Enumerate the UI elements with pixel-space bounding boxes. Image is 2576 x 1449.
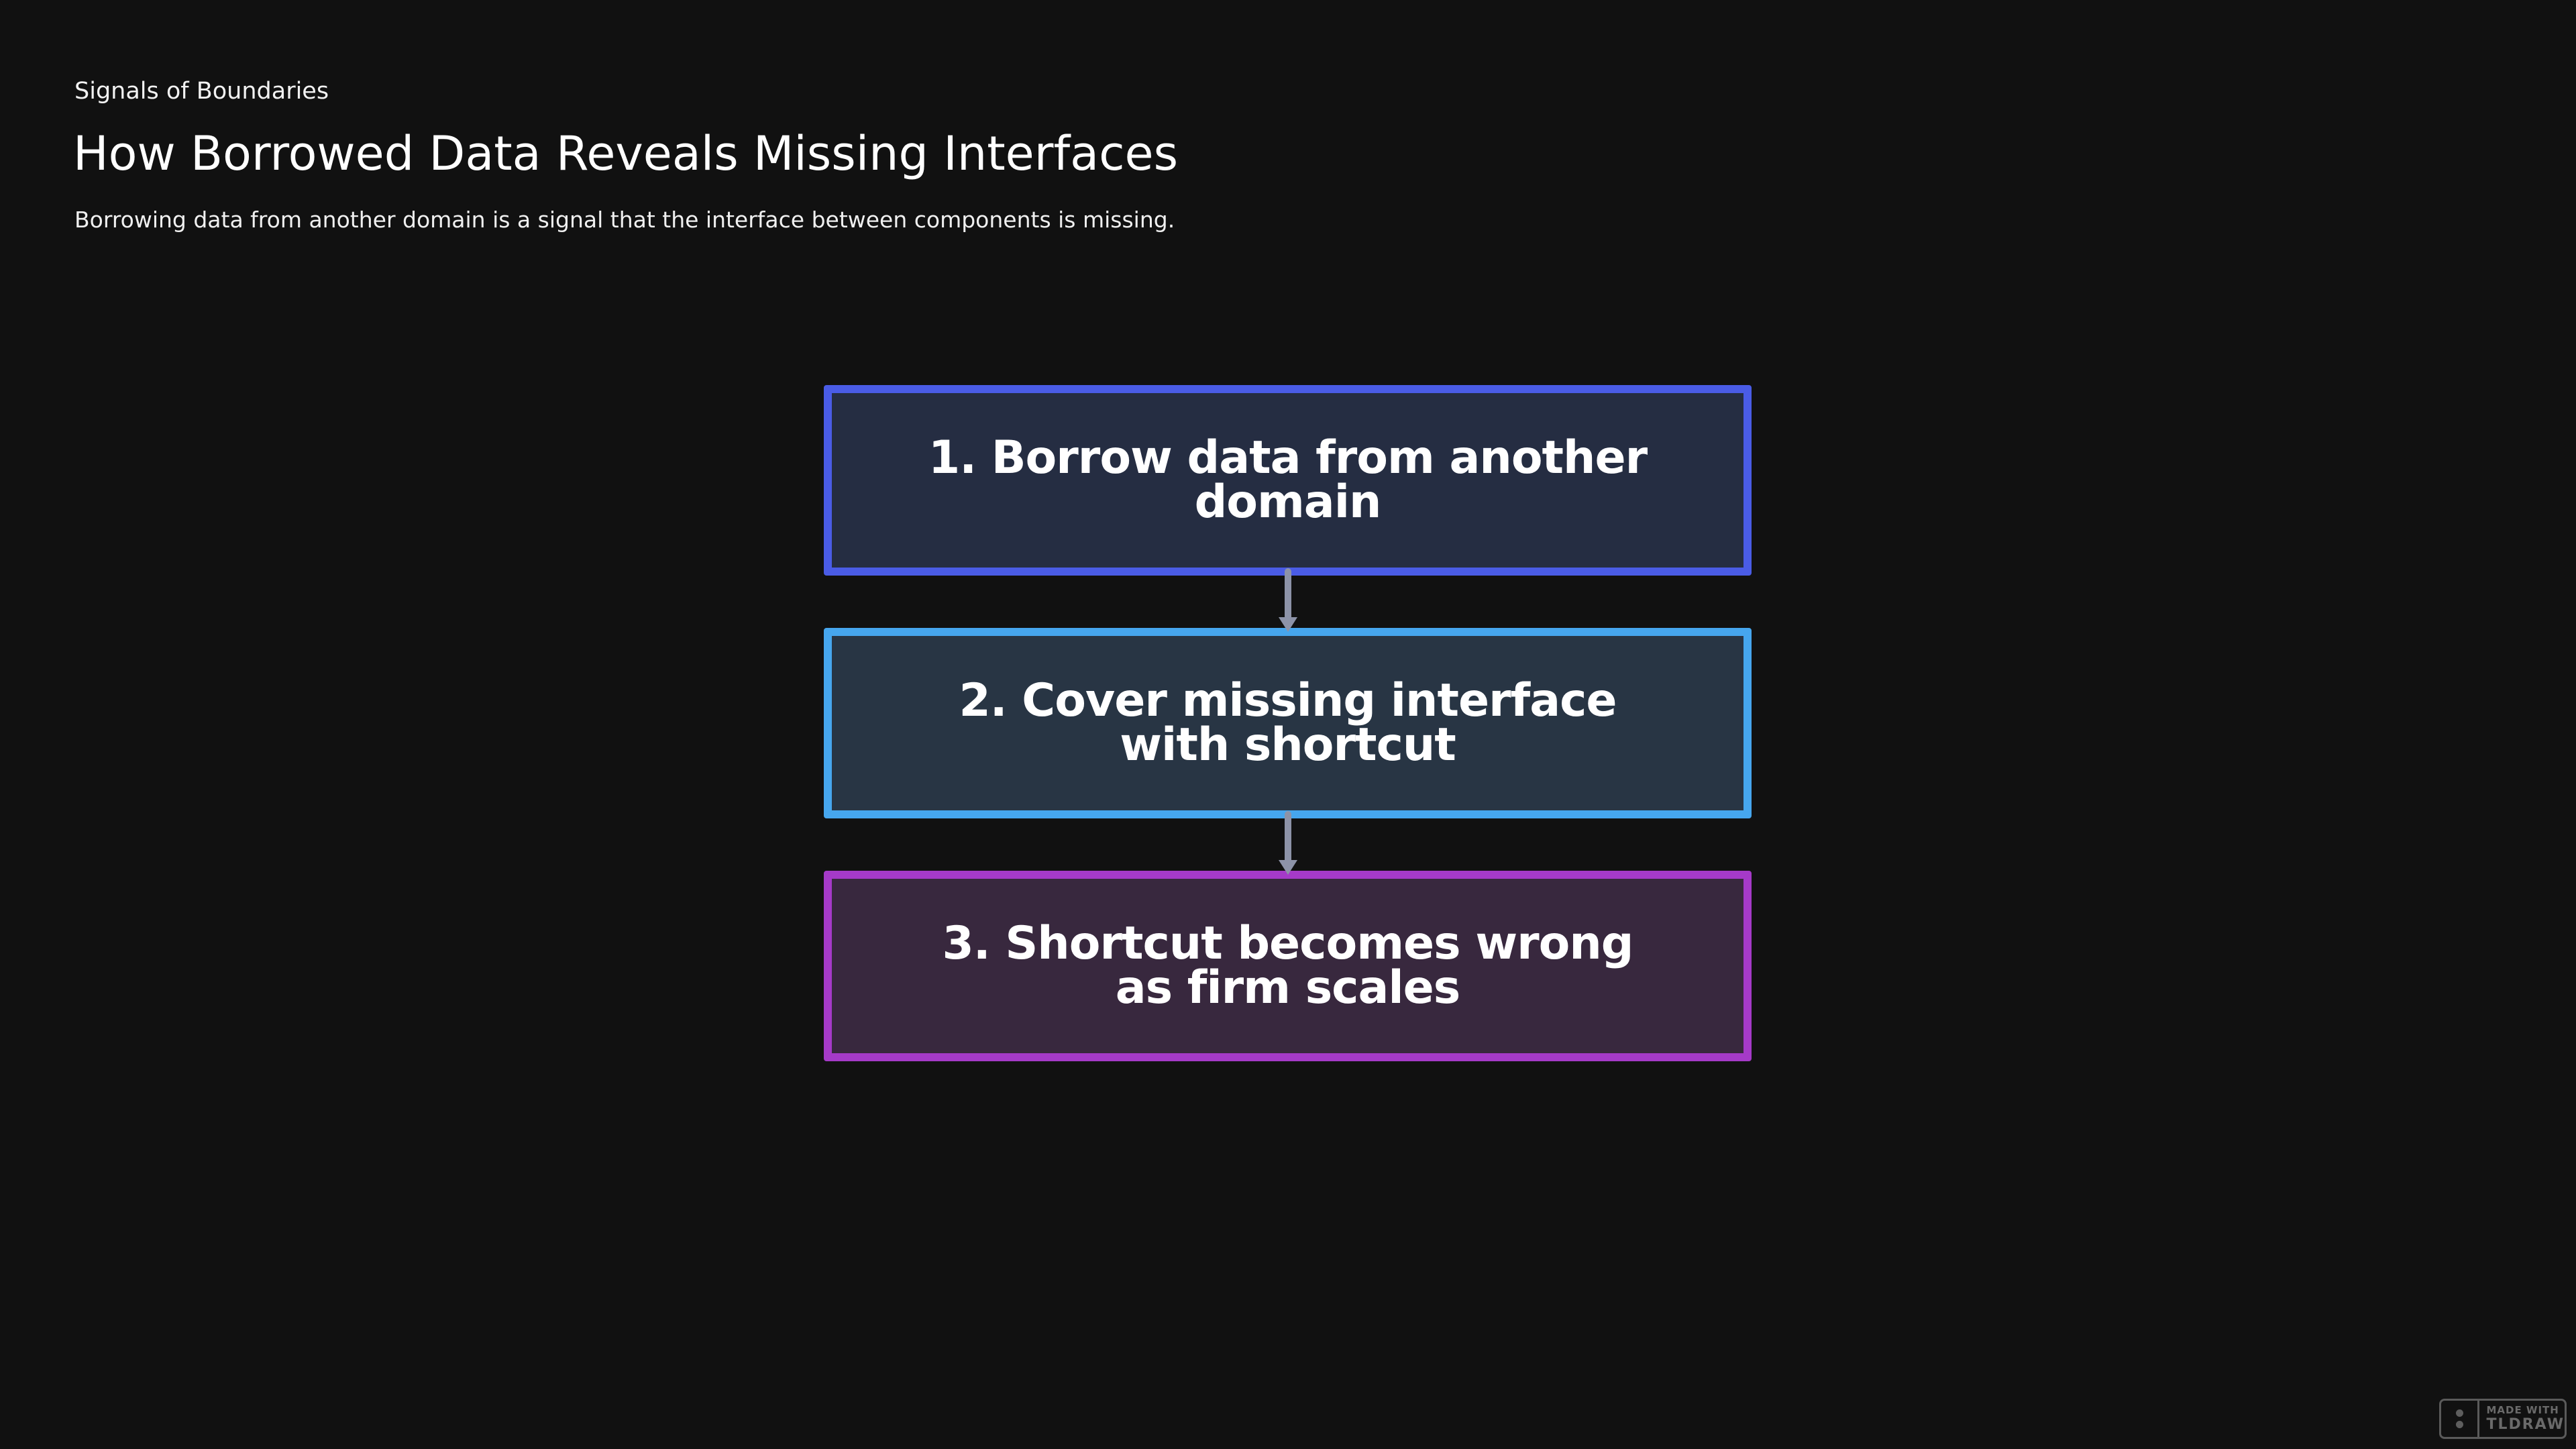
eyebrow-label: Signals of Boundaries [74, 78, 329, 105]
step-label-2: 2. Cover missing interface with shortcut [959, 674, 1617, 771]
arrow-step1-to-step2[interactable] [1279, 568, 1297, 632]
step-label-3: 3. Shortcut becomes wrong as firm scales [942, 917, 1634, 1014]
watermark-made-with: MADE WITH [2486, 1404, 2559, 1416]
tldraw-logo-icon [2441, 1401, 2480, 1437]
step-box-2[interactable]: 2. Cover missing interface with shortcut [824, 628, 1752, 818]
page-title: How Borrowed Data Reveals Missing Interf… [73, 126, 1179, 181]
step-box-1[interactable]: 1. Borrow data from another domain [824, 385, 1752, 576]
watermark-brand: TLDRAW [2486, 1416, 2565, 1433]
page-subtitle: Borrowing data from another domain is a … [74, 207, 1175, 233]
step-label-1: 1. Borrow data from another domain [928, 431, 1648, 529]
tldraw-watermark[interactable]: MADE WITH TLDRAW [2439, 1399, 2567, 1439]
step-box-3[interactable]: 3. Shortcut becomes wrong as firm scales [824, 871, 1752, 1061]
arrow-step2-to-step3[interactable] [1279, 811, 1297, 875]
